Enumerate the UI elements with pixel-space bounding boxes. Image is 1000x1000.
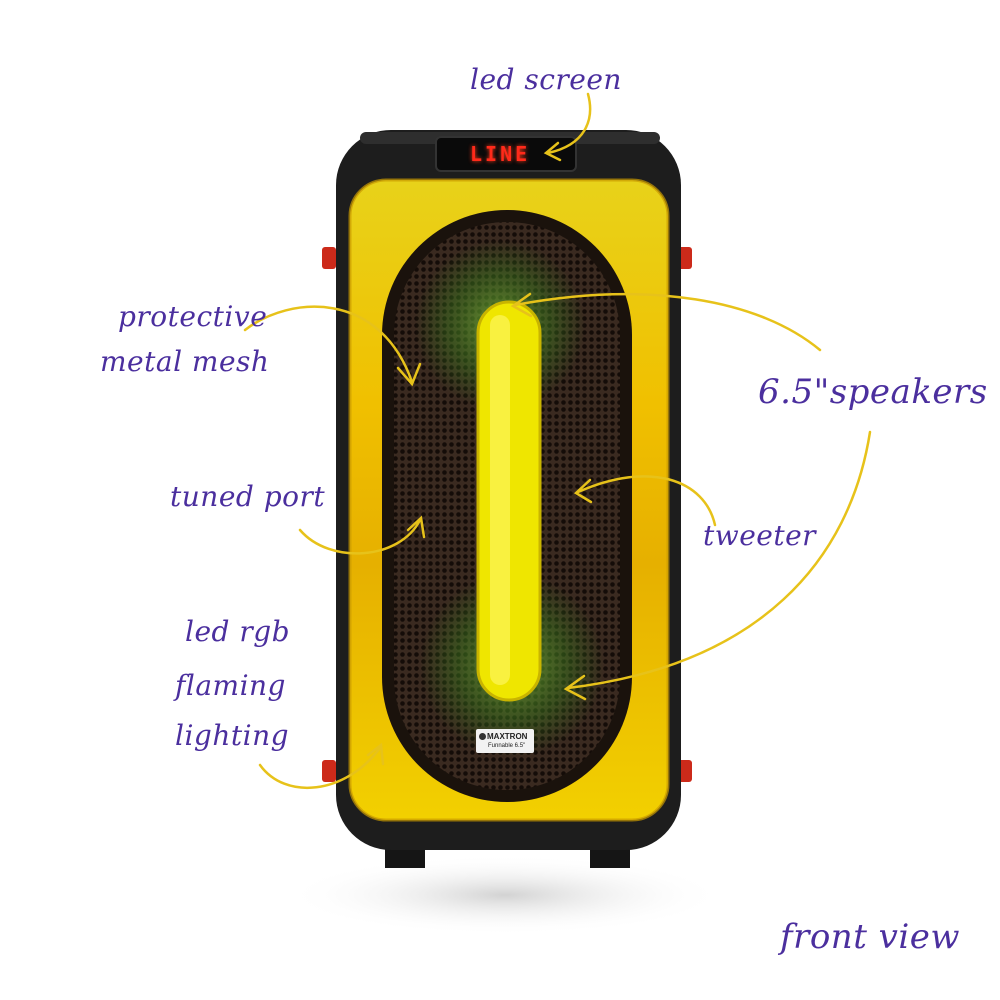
arrowhead-tweeter — [573, 478, 593, 504]
label-led-screen: led screen — [470, 63, 622, 96]
arrow-protective-mesh — [243, 305, 414, 384]
arrow-tuned-port — [298, 518, 422, 555]
arrowhead-speakers-bottom — [563, 674, 587, 701]
handle-right-bottom — [678, 760, 692, 782]
arrowhead-led-screen — [543, 141, 562, 162]
brand-name: MAXTRON — [487, 732, 528, 741]
model-text: Funnable 6.5" — [488, 743, 526, 749]
arrow-lighting — [258, 746, 382, 789]
label-lighting-line2: flaming — [175, 669, 286, 702]
brand-plate: MAXTRON Funnable 6.5" — [476, 729, 534, 753]
floor-shadow — [285, 855, 725, 935]
arrow-tweeter — [576, 475, 717, 527]
label-front-view: front view — [780, 917, 960, 957]
arrowhead-tuned-port — [406, 515, 426, 539]
label-tweeter: tweeter — [703, 519, 817, 552]
led-screen-bezel — [435, 136, 577, 172]
handle-left-top — [322, 247, 336, 269]
label-protective-line1: protective — [118, 300, 268, 333]
handle-left-bottom — [322, 760, 336, 782]
label-lighting-line1: led rgb — [185, 615, 291, 648]
label-protective-line2: metal mesh — [100, 345, 270, 378]
arrowhead-protective-mesh — [396, 362, 422, 387]
brand-logo-icon — [479, 733, 486, 740]
light-bar-highlight — [490, 315, 510, 685]
label-lighting-line3: lighting — [175, 719, 290, 752]
arrow-speakers-top — [513, 293, 822, 352]
arrowhead-lighting — [366, 742, 385, 766]
arrow-led-screen — [546, 92, 592, 155]
label-speakers: 6.5"speakers — [758, 372, 988, 412]
led-screen-display: LINE — [470, 142, 531, 166]
arrowhead-speakers-top — [510, 292, 533, 318]
handle-right-top — [678, 247, 692, 269]
label-tuned-port: tuned port — [170, 480, 326, 513]
arrow-speakers-bottom — [566, 430, 872, 690]
glow-panel-edge — [348, 178, 670, 822]
